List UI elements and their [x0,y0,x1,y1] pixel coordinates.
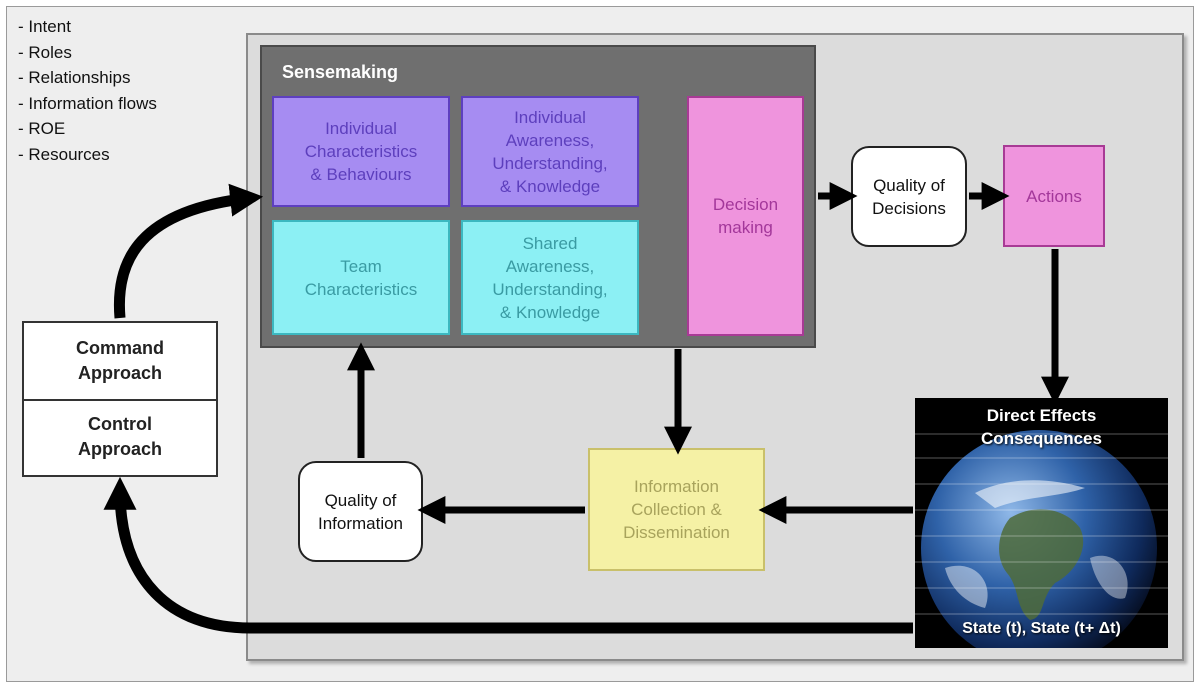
approach-divider [24,399,216,401]
quality-of-decisions-box: Quality of Decisions [851,146,967,247]
information-collection-box: Information Collection & Dissemination [588,448,765,571]
quality-of-information-box: Quality of Information [298,461,423,562]
earth-icon [915,430,1168,648]
context-item-resources: - Resources [18,144,110,164]
context-item-information-flows: - Information flows [18,93,157,113]
team-characteristics-box: Team Characteristics [272,220,450,335]
command-approach-label: Command Approach [75,338,164,383]
sensemaking-title: Sensemaking [282,62,399,82]
state-label: State (t), State (t+ Δt) [962,620,1121,637]
shared-awareness-box: Shared Awareness, Understanding, & Knowl… [461,220,639,335]
context-item-roles: - Roles [18,42,72,62]
earth-effects-panel: Direct Effects Consequences State (t), S… [915,398,1168,648]
control-approach-label: Control Approach [77,414,162,459]
context-item-roe: - ROE [18,119,66,138]
context-list: - Intent - Roles - Relationships - Infor… [18,14,157,167]
arrow-command-to-sensemaking [113,183,264,319]
individual-awareness-box: Individual Awareness, Understanding, & K… [461,96,639,207]
actions-box: Actions [1003,145,1105,247]
decision-making-box: Decision making [687,96,804,336]
approach-box: Command Approach Control Approach [22,321,218,477]
context-item-relationships: - Relationships [18,68,131,87]
context-item-intent: - Intent [18,17,71,36]
individual-characteristics-box: Individual Characteristics & Behaviours [272,96,450,207]
arrow-state-to-control [103,476,913,634]
direct-effects-title: Direct Effects Consequences [981,406,1102,448]
